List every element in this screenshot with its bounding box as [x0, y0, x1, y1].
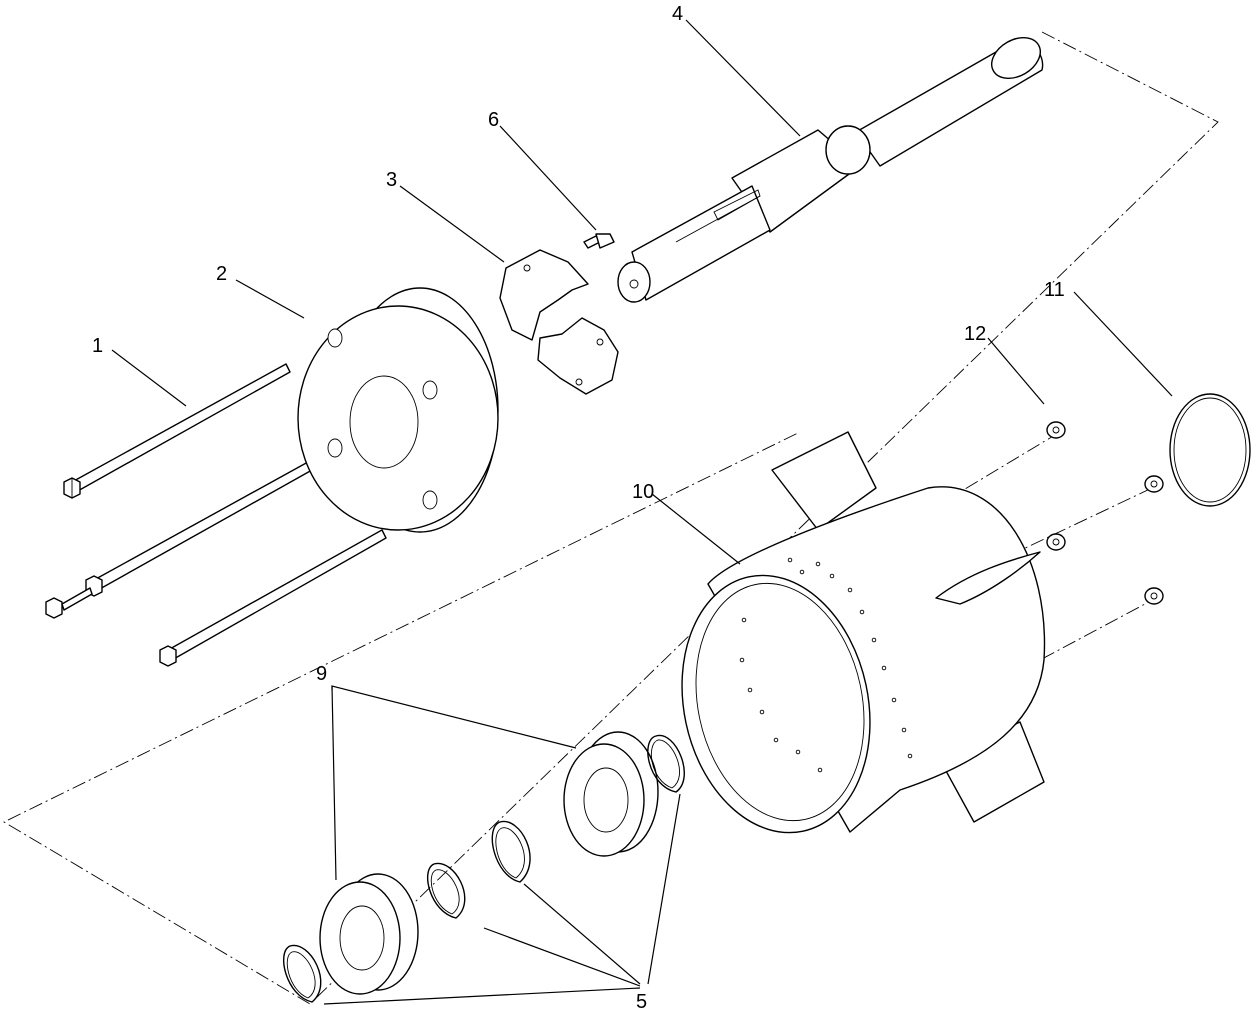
roller-drum — [681, 431, 1046, 834]
split-shim-plate — [499, 249, 619, 395]
callout-labels: 1 2 3 4 5 6 9 10 11 12 — [92, 3, 1065, 1013]
callout-12: 12 — [964, 323, 986, 345]
o-ring — [1169, 393, 1251, 507]
retaining-ring — [491, 820, 531, 883]
end-flange — [297, 287, 499, 533]
callout-9: 9 — [316, 663, 327, 685]
retaining-ring — [426, 862, 466, 919]
callout-5: 5 — [636, 991, 647, 1013]
callout-2: 2 — [216, 263, 227, 285]
lock-nut — [1046, 533, 1066, 551]
long-bolt — [63, 363, 291, 499]
callout-4: 4 — [672, 3, 683, 25]
drum-perforations — [739, 557, 913, 773]
callout-6: 6 — [488, 109, 499, 131]
callout-11: 11 — [1044, 279, 1065, 301]
roller-shaft — [617, 37, 1044, 303]
lock-nut — [1144, 587, 1164, 605]
small-screw — [583, 233, 615, 249]
lock-nut — [1046, 421, 1066, 439]
bearing — [563, 731, 659, 857]
callout-10: 10 — [632, 481, 654, 503]
lock-nut — [1144, 475, 1164, 493]
leader-lines — [111, 19, 1173, 1005]
assembly-center-lines — [3, 31, 1219, 1005]
callout-3: 3 — [386, 169, 397, 191]
retaining-ring — [282, 944, 322, 1003]
long-bolt — [159, 529, 387, 667]
callout-1: 1 — [92, 335, 103, 357]
retaining-ring — [647, 735, 685, 793]
bearing — [319, 873, 419, 995]
